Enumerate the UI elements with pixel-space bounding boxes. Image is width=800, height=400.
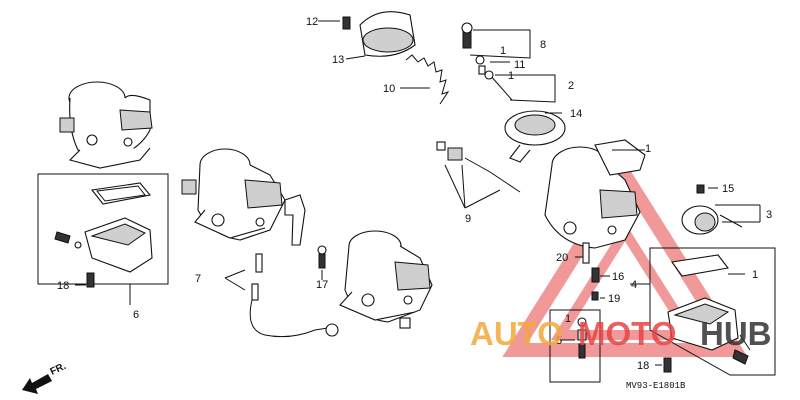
jet-5 [577,317,587,359]
direction-arrow-icon: FR. [22,361,68,394]
callout-3: 3 [766,209,772,221]
callout-4: 4 [631,279,637,291]
watermark-moto: MOTO [578,315,676,352]
callout-11: 11 [514,59,525,71]
callout-20: 20 [556,252,568,264]
watermark-hub: HUB [700,315,772,352]
carburetor-4 [544,139,646,249]
spring-10 [405,54,450,105]
screw-18b [663,357,672,373]
group-box-4 [649,247,776,376]
diaphragm-14 [504,110,566,163]
pilot-screw-9 [436,141,521,193]
jet-7 [251,253,263,301]
callout-7: 7 [195,273,201,285]
callout-18b: 18 [637,360,649,372]
carburetor-1 [59,81,153,169]
callout-1d: 1 [752,269,758,281]
screw-16 [591,267,600,283]
callout-18a: 18 [57,280,69,292]
callout-16: 16 [612,271,624,283]
callout-19: 19 [608,293,620,305]
needle-2 [484,70,513,101]
callout-15: 15 [722,183,734,195]
carb-top-cap [359,11,416,57]
callout-1c: 1 [645,143,651,155]
float-bowl-gasket-2 [671,254,729,277]
callout-10: 10 [383,83,395,95]
group-box-6 [37,173,169,285]
jet-11 [475,55,486,75]
fuel-line [249,299,339,338]
callout-12: 12 [306,16,318,28]
callout-1a: 1 [500,45,506,57]
direction-label: FR. [49,361,68,378]
callout-6: 6 [133,309,139,321]
callout-1b: 1 [508,70,514,82]
float-bowl-1 [54,217,153,273]
callout-13: 13 [332,54,344,66]
watermark-text: AUTO MOTO HUB [470,315,772,352]
float-bowl-2 [667,297,749,365]
screw-18a [86,272,95,288]
screw-19 [591,291,599,301]
group-box-5 [549,309,601,383]
callout-2: 2 [568,80,574,92]
callout-8: 8 [540,39,546,51]
callout-9: 9 [465,213,471,225]
diagram-code: MV93-E1801B [626,381,686,391]
screw-15 [696,184,705,194]
callout-numbers: 12 13 10 8 1 11 1 2 14 1 9 15 3 20 1 16 … [57,16,772,372]
choke-3 [681,205,743,235]
jet-8 [461,22,473,49]
callout-1e: 1 [565,313,571,325]
callout-5: 5 [556,335,562,347]
carburetor-3 [339,230,433,329]
screw-17 [317,245,327,269]
callout-14: 14 [570,108,582,120]
float-bowl-gasket-1 [90,182,152,205]
screw-12 [342,16,351,30]
leader-lines [75,20,761,366]
callout-17: 17 [316,279,328,291]
watermark-auto: AUTO [470,315,563,352]
screw-20 [582,242,590,264]
carburetor-2 [181,148,306,246]
